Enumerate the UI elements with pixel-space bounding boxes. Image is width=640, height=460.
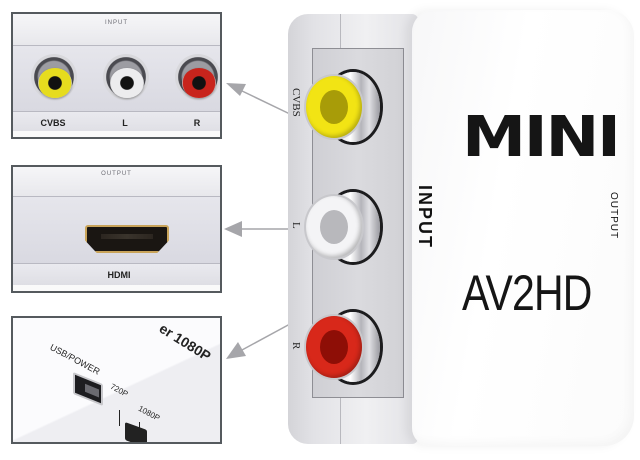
input-callout-panel: INPUT CVBS L R [11, 12, 222, 139]
device-left-label: L [290, 222, 302, 229]
device-cvbs-jack-icon [306, 72, 380, 142]
device-right-label: R [290, 342, 302, 350]
device-input-label: INPUT [415, 185, 435, 249]
output-heading: OUTPUT [101, 171, 132, 177]
device-left-jack-icon [306, 192, 380, 262]
hdmi-port-icon [85, 225, 169, 253]
output-callout-panel: OUTPUT HDMI [11, 165, 222, 293]
hdmi-label: HDMI [107, 270, 131, 280]
power-callout-panel: er 1080P USB/POWER 720P 1080P [11, 316, 222, 444]
cvbs-jack-icon [31, 54, 77, 100]
panel-top-strip [13, 14, 220, 46]
device-front-body [412, 10, 634, 446]
arrow-head-icon [226, 342, 246, 359]
right-label: R [193, 118, 201, 128]
arrow-head-icon [224, 221, 242, 237]
arrow-head-icon [226, 83, 246, 96]
right-audio-jack-icon [175, 54, 220, 100]
arrow-cvbs-line [239, 89, 293, 116]
device-right-jack-icon [306, 312, 380, 382]
model-name: AV2HD [462, 265, 592, 321]
input-heading: INPUT [105, 20, 128, 26]
device-cvbs-label: CVBS [290, 88, 302, 117]
left-audio-jack-icon [103, 54, 149, 100]
brand-name: MINI [462, 105, 621, 170]
device-output-label: OUTPUT [608, 192, 619, 240]
cvbs-label: CVBS [40, 118, 66, 128]
left-label: L [122, 118, 128, 128]
